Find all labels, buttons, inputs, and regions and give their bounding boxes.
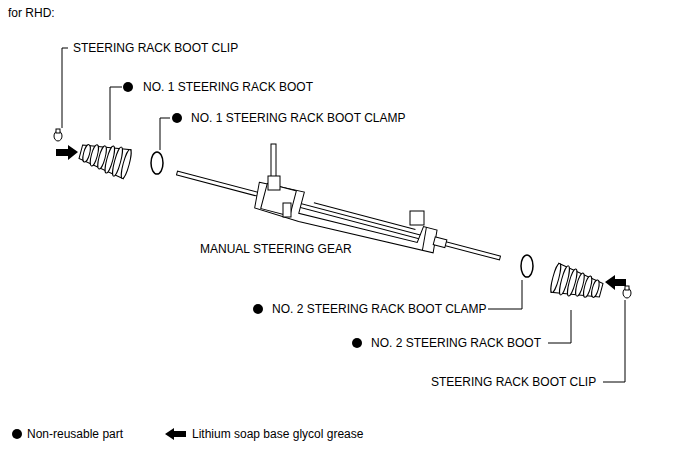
leader-line xyxy=(603,300,625,382)
rack-boot xyxy=(549,263,605,305)
grease-arrow xyxy=(605,275,626,290)
leader-line xyxy=(548,310,571,343)
part-label: STEERING RACK BOOT CLIP xyxy=(430,375,597,389)
part-label: NO. 1 STEERING RACK BOOT xyxy=(142,80,314,94)
leader-line xyxy=(160,118,170,150)
leader-line xyxy=(110,87,122,140)
grease-arrow xyxy=(56,145,78,160)
legend-dot xyxy=(12,429,22,439)
leader-line xyxy=(484,280,522,309)
legend-text: Lithium soap base glycol grease xyxy=(191,427,364,441)
leader-line xyxy=(62,48,68,128)
steering-gear xyxy=(173,159,504,273)
pinion-shaft xyxy=(268,144,424,225)
diagram-title: for RHD: xyxy=(7,6,56,20)
non-reusable-mark xyxy=(253,304,263,314)
legend-text: Non-reusable part xyxy=(26,427,124,441)
rack-boot xyxy=(77,137,133,179)
part-label: MANUAL STEERING GEAR xyxy=(199,242,353,256)
part-label: STEERING RACK BOOT CLIP xyxy=(72,41,239,55)
boot-clip xyxy=(623,286,631,298)
boot-clamp xyxy=(151,152,163,174)
non-reusable-mark xyxy=(123,82,133,92)
part-label: NO. 1 STEERING RACK BOOT CLAMP xyxy=(190,111,407,125)
boot-clip xyxy=(54,129,62,141)
part-label: NO. 2 STEERING RACK BOOT xyxy=(370,336,542,350)
legend-arrow xyxy=(165,428,186,440)
part-label: NO. 2 STEERING RACK BOOT CLAMP xyxy=(271,302,488,316)
boot-clamp xyxy=(521,255,533,277)
non-reusable-mark xyxy=(352,338,362,348)
non-reusable-mark xyxy=(172,113,182,123)
